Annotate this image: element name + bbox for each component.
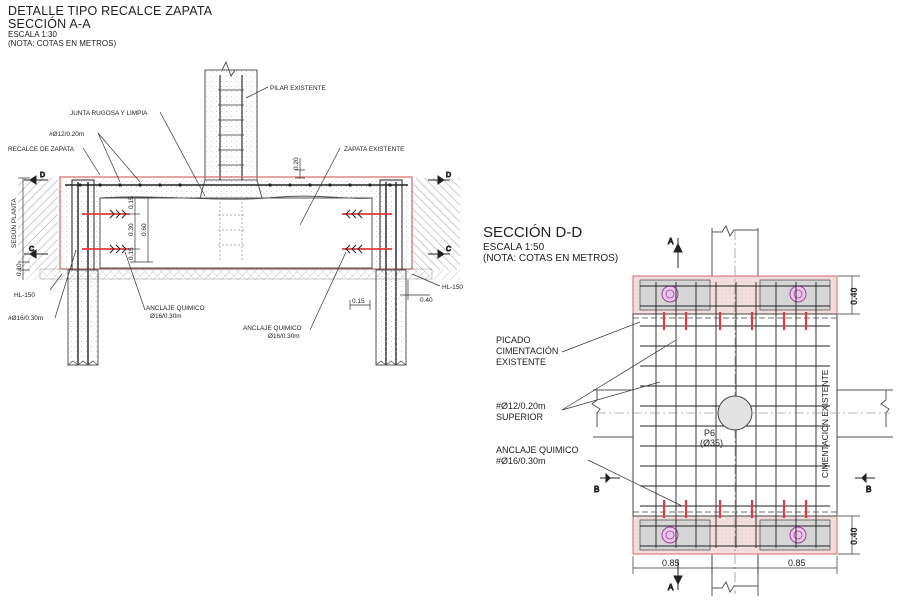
dim-015-bottom: 0.15 xyxy=(128,247,135,260)
section-d-title: SECCIÓN D-D xyxy=(483,224,583,241)
marker-c-right: C xyxy=(446,246,451,253)
label-anclaje-2b: Ø16/0.30m xyxy=(268,333,300,340)
section-a-drawing: 0.15 0.30 0.60 0.15 0.20 0.10 SEGÚN PLAN… xyxy=(8,60,463,366)
label-bar12-plan: #Ø12/0.20m xyxy=(496,401,546,411)
label-anclaje-plan-2: #Ø16/0.30m xyxy=(496,456,546,466)
marker-c-left: C xyxy=(29,246,34,253)
label-junta-rugosa: JUNTA RUGOSA Y LIMPIA xyxy=(70,110,148,117)
label-zapata-existente: ZAPATA EXISTENTE xyxy=(344,146,404,153)
label-anclaje-1b: Ø16/0.30m xyxy=(150,313,182,320)
dim-015-base: 0.15 xyxy=(352,298,365,305)
label-segun-planta: SEGÚN PLANTA xyxy=(9,198,18,248)
soil-right xyxy=(412,178,460,270)
dim-085-right: 0.85 xyxy=(788,558,806,568)
section-d-scale: ESCALA 1:50 xyxy=(483,241,545,253)
dim-010: 0.10 xyxy=(16,263,23,276)
label-recalce-zapata: RECALCE DE ZAPATA xyxy=(8,146,75,153)
dim-085-left: 0.85 xyxy=(662,558,680,568)
label-picado-1: PICADO xyxy=(496,335,531,345)
marker-a-bottom: A xyxy=(668,583,674,592)
existing-pillar xyxy=(204,69,258,181)
label-anclaje-plan-1: ANCLAJE QUIMICO xyxy=(496,445,579,455)
label-pillar-p6: P6 xyxy=(704,428,715,438)
label-picado-2: CIMENTACIÓN xyxy=(496,346,558,356)
label-pilar-existente: PILAR EXISTENTE xyxy=(270,85,326,92)
chemical-anchors-right xyxy=(342,213,392,250)
chemical-anchors-left xyxy=(82,213,130,250)
pillar-p6 xyxy=(717,395,753,431)
section-a-subtitle: SECCIÓN A-A xyxy=(8,17,91,32)
label-superior: SUPERIOR xyxy=(496,412,544,422)
chemical-anchors-plan xyxy=(662,312,808,518)
label-picado-3: EXISTENTE xyxy=(496,357,546,367)
label-hl150-left: HL-150 xyxy=(14,292,35,299)
dim-040-top: 0.40 xyxy=(849,287,859,305)
section-d-note: (NOTA: COTAS EN METROS) xyxy=(483,252,619,264)
label-hl150-right: HL-150 xyxy=(442,284,463,291)
label-cimentacion-existente: CIMENTACIÓN EXISTENTE xyxy=(820,369,830,478)
marker-a-top: A xyxy=(668,237,674,246)
section-d-title-block: SECCIÓN D-D ESCALA 1:50 (NOTA: COTAS EN … xyxy=(483,224,619,264)
label-pillar-diameter: (Ø35) xyxy=(700,438,723,448)
label-bar-16: #Ø16/0.30m xyxy=(8,315,43,322)
marker-b-left: B xyxy=(594,485,599,494)
dim-020: 0.20 xyxy=(293,157,300,170)
marker-d-left: D xyxy=(40,172,45,179)
marker-b-right: B xyxy=(866,485,871,494)
section-a-title-block: DETALLE TIPO RECALCE ZAPATA SECCIÓN A-A … xyxy=(8,4,213,48)
drawing-title: DETALLE TIPO RECALCE ZAPATA xyxy=(8,4,213,18)
section-a-scale: ESCALA 1:30 xyxy=(8,30,57,40)
existing-footing xyxy=(99,197,373,269)
section-d-drawing: 0.40 0.40 0.85 0.85 A A B B PICADO CIM xyxy=(496,224,893,596)
dim-030: 0.30 xyxy=(128,223,135,236)
soil-left xyxy=(18,178,58,270)
label-anclaje-1a: ANCLAJE QUIMICO xyxy=(146,305,205,312)
dim-060: 0.60 xyxy=(141,223,148,236)
label-anclaje-2a: ANCLAJE QUIMICO xyxy=(243,325,302,332)
marker-d-right: D xyxy=(446,172,451,179)
section-a-note: (NOTA: COTAS EN METROS) xyxy=(8,38,117,48)
dim-015-top: 0.15 xyxy=(128,196,135,209)
label-bar-12: #Ø12/0.20m xyxy=(49,131,84,138)
dim-040: 0.40 xyxy=(420,297,433,304)
dim-040-bottom: 0.40 xyxy=(849,527,859,545)
